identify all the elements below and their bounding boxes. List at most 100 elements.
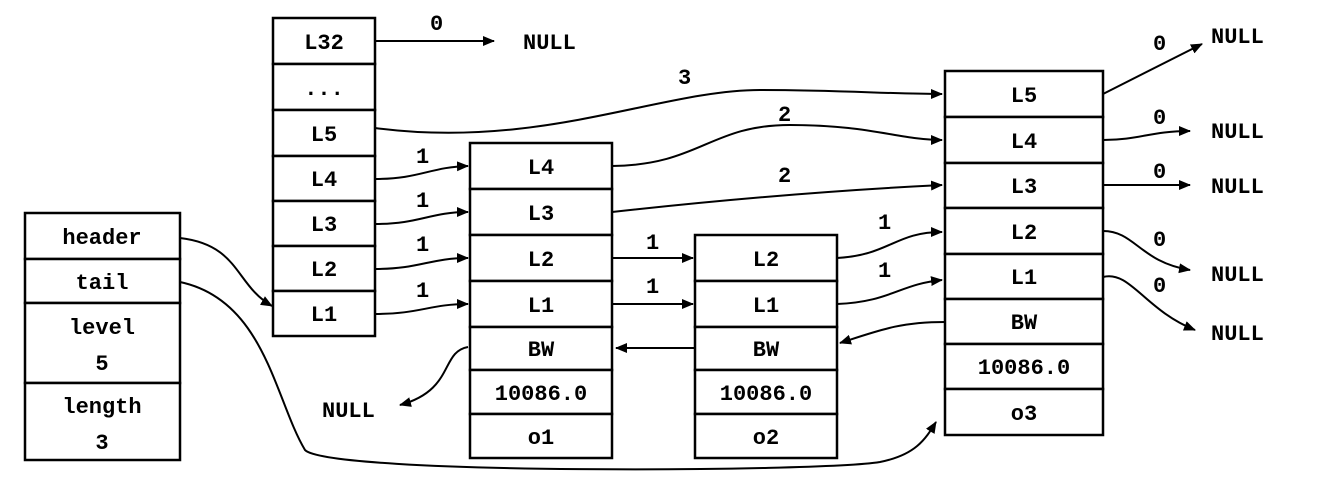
span-o1-l3: 2: [778, 164, 791, 189]
tail-field-label: tail: [76, 271, 129, 296]
o3-obj-label: o3: [1011, 402, 1037, 427]
o3-l1-arrow: [1102, 275, 1196, 331]
span-header-l32: 0: [430, 12, 443, 37]
null-label-o3-l3: NULL: [1211, 175, 1264, 200]
header-level-1-label: L1: [311, 303, 337, 328]
o3-l5-arrow: [1102, 43, 1203, 95]
o1-obj: [468, 412, 614, 460]
span-o2-l2: 1: [878, 211, 891, 236]
span-header-l3: 1: [416, 189, 429, 214]
o2-l1-arrow: [836, 276, 943, 305]
o3-level-4-label: L4: [1011, 130, 1037, 155]
o3-backward: [943, 297, 1105, 346]
span-o3-l4: 0: [1153, 106, 1166, 131]
o3-backward-label: BW: [1011, 311, 1038, 336]
length-field-label: length: [62, 395, 141, 420]
o2-score: [693, 368, 839, 416]
o3-level-2: [943, 206, 1105, 256]
null-label-o3-l5: NULL: [1211, 25, 1264, 50]
header-level-4: [271, 154, 377, 203]
o3-score-label: 10086.0: [978, 356, 1070, 381]
o2-level-1: [693, 279, 839, 329]
null-label-header-l32: NULL: [523, 31, 576, 56]
o1-score: [468, 368, 614, 416]
header-field-label: header: [62, 226, 141, 251]
span-o1-l2: 1: [646, 231, 659, 256]
null-label-o3-l2: NULL: [1211, 263, 1264, 288]
null-labels: NULL NULL NULL NULL NULL NULL NULL: [322, 25, 1264, 424]
header-level-2: [271, 244, 377, 293]
o1-obj-label: o1: [528, 426, 554, 451]
header-level-2-label: L2: [311, 258, 337, 283]
o3-level-3-label: L3: [1011, 175, 1037, 200]
header-l1-arrow: [374, 299, 469, 315]
header-level-ellipsis-label: ...: [304, 77, 344, 102]
node-o2: L2 L1 BW 10086.0 o2: [693, 233, 839, 460]
o1-l4-arrow: [611, 123, 943, 167]
node-o3: L5 L4 L3 L2 L1 BW 10086.0 o3: [943, 69, 1105, 437]
o1-level-2-label: L2: [528, 248, 554, 273]
o3-level-2-label: L2: [1011, 221, 1037, 246]
o3-level-5-label: L5: [1011, 84, 1037, 109]
o1-backward-label: BW: [528, 338, 555, 363]
header-level-4-label: L4: [311, 168, 337, 193]
o3-backward-arrow: [839, 321, 946, 345]
header-level-32-label: L32: [304, 31, 344, 56]
level-field-label: level: [69, 316, 135, 341]
o2-obj-label: o2: [753, 426, 779, 451]
span-header-l5: 3: [678, 66, 691, 91]
header-node: L32 ... L5 L4 L3 L2 L1: [271, 16, 377, 338]
o1-level-4-label: L4: [528, 156, 554, 181]
length-field: [23, 381, 182, 462]
header-l5-arrow: [374, 88, 943, 134]
level-field-value: 5: [95, 352, 108, 377]
span-o1-l1: 1: [646, 275, 659, 300]
header-level-5-label: L5: [311, 123, 337, 148]
null-label-o1-backward: NULL: [322, 399, 375, 424]
header-l2-arrow: [374, 253, 469, 270]
header-field: [23, 211, 182, 261]
o1-backward-arrow: [399, 346, 469, 407]
span-o1-l4: 2: [778, 103, 791, 128]
o1-level-4: [468, 141, 614, 191]
o1-level-2: [468, 233, 614, 283]
span-header-l2: 1: [416, 233, 429, 258]
header-pointer-arrow: [179, 237, 273, 307]
header-l3-arrow: [374, 207, 469, 225]
node-o1: L4 L3 L2 L1 BW 10086.0 o1: [468, 141, 614, 460]
o1-score-label: 10086.0: [495, 382, 587, 407]
span-o3-l1: 0: [1153, 274, 1166, 299]
span-o3-l3: 0: [1153, 160, 1166, 185]
span-header-l4: 1: [416, 145, 429, 170]
o2-obj: [693, 412, 839, 460]
o3-score: [943, 342, 1105, 391]
o2-level-1-label: L1: [753, 294, 779, 319]
o3-l4-arrow: [1102, 126, 1191, 141]
span-o3-l5: 0: [1153, 32, 1166, 57]
o2-backward-label: BW: [753, 338, 780, 363]
o2-score-label: 10086.0: [720, 382, 812, 407]
header-l4-arrow: [374, 161, 469, 180]
span-o2-l1: 1: [878, 259, 891, 284]
span-o3-l2: 0: [1153, 228, 1166, 253]
o1-backward: [468, 325, 614, 372]
o2-level-2-label: L2: [753, 248, 779, 273]
o1-level-3-label: L3: [528, 202, 554, 227]
span-header-l1: 1: [416, 279, 429, 304]
header-level-3-label: L3: [311, 213, 337, 238]
header-level-ellipsis: [271, 62, 377, 112]
edges: [179, 36, 1203, 471]
o1-l3-arrow: [611, 180, 943, 213]
o3-level-1-label: L1: [1011, 266, 1037, 291]
length-field-value: 3: [95, 431, 108, 456]
o2-level-2: [693, 233, 839, 283]
span-labels: 0 3 1 1 1 1 2 2 1 1 1 1 0 0 0 0 0: [416, 12, 1166, 304]
tail-pointer-arrow: [179, 281, 937, 471]
o2-l2-arrow: [836, 227, 943, 259]
o3-obj: [943, 387, 1105, 437]
null-label-o3-l1: NULL: [1211, 322, 1264, 347]
null-label-o3-l4: NULL: [1211, 120, 1264, 145]
o1-level-1-label: L1: [528, 294, 554, 319]
skiplist-struct: header tail level 5 length 3: [23, 211, 182, 462]
